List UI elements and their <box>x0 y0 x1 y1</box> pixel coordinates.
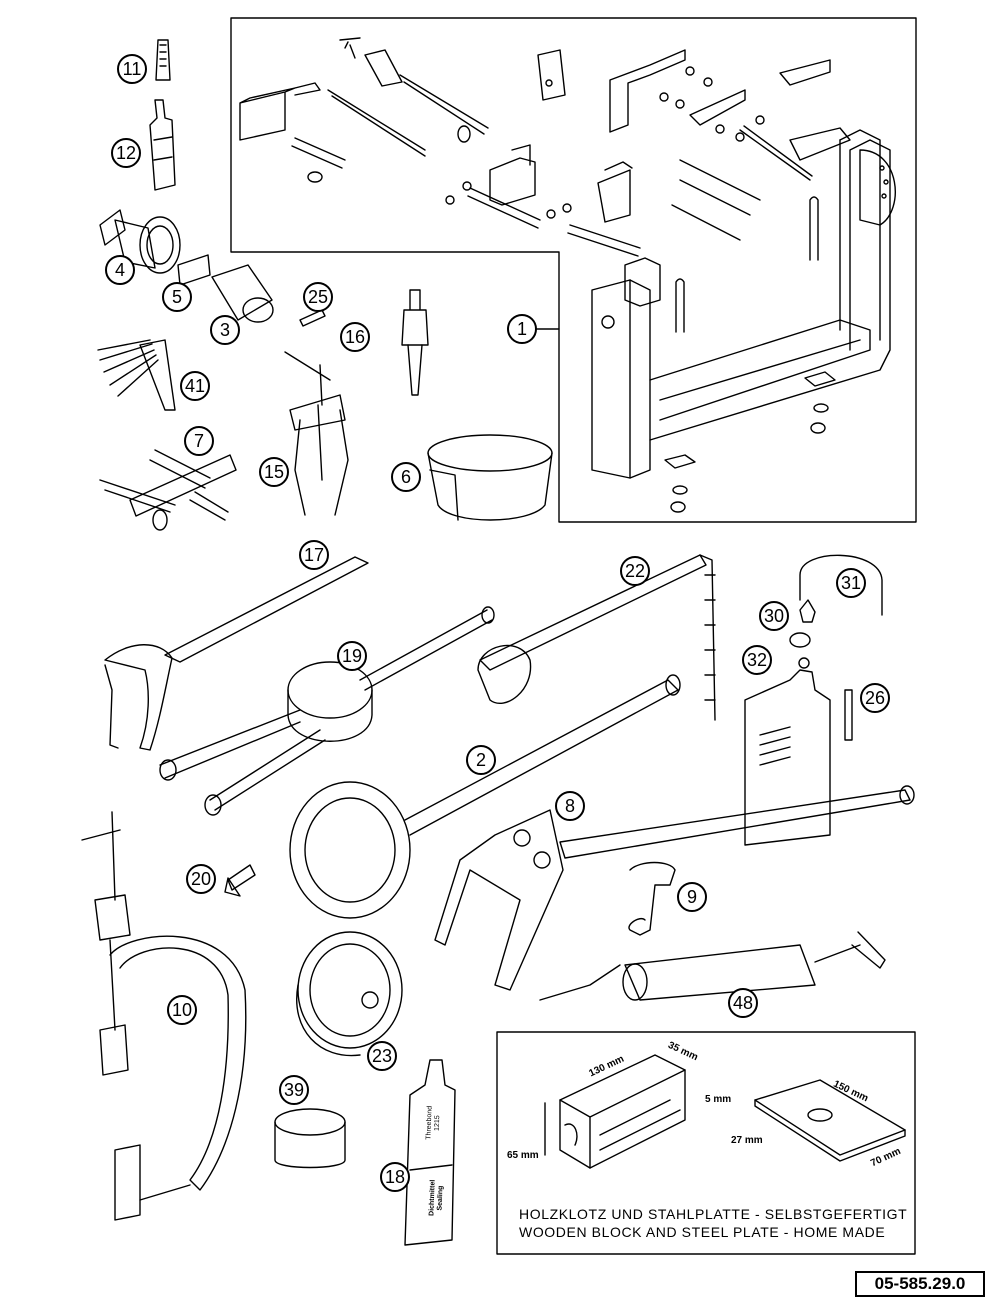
callout-48: 48 <box>728 988 758 1018</box>
callout-1: 1 <box>507 314 537 344</box>
slide-hammer <box>401 289 429 396</box>
dim-block-height: 65 mm <box>507 1150 539 1161</box>
callout-10: 10 <box>167 995 197 1025</box>
dim-plate-thickness: 5 mm <box>705 1094 732 1105</box>
callout-7: 7 <box>184 426 214 456</box>
callout-26: 26 <box>860 683 890 713</box>
two-jaw-puller <box>284 351 349 516</box>
flywheel-holder <box>434 785 915 991</box>
callout-20: 20 <box>186 864 216 894</box>
steel-plate <box>754 1079 906 1162</box>
callout-5: 5 <box>162 282 192 312</box>
callout-12: 12 <box>111 138 141 168</box>
holding-wrench <box>104 556 369 751</box>
inset-caption-de: HOLZKLOTZ UND STAHLPLATTE - SELBSTGEFERT… <box>519 1206 908 1222</box>
grease-gun <box>539 931 886 1001</box>
bent-tube <box>799 554 883 616</box>
callout-19: 19 <box>337 641 367 671</box>
callout-22: 22 <box>620 556 650 586</box>
callout-25: 25 <box>303 282 333 312</box>
bolt <box>224 864 256 897</box>
grease-nipple <box>799 599 816 623</box>
callout-31: 31 <box>836 568 866 598</box>
hook-tool <box>628 861 676 936</box>
callout-15: 15 <box>259 457 289 487</box>
callout-6: 6 <box>391 462 421 492</box>
stand-group-frame <box>230 17 917 523</box>
callout-23: 23 <box>367 1041 397 1071</box>
nut <box>798 657 810 669</box>
threebond-tube <box>404 1059 456 1246</box>
callout-30: 30 <box>759 601 789 631</box>
valve-spring-compressor <box>81 811 247 1221</box>
callout-2: 2 <box>466 745 496 775</box>
chain-holder <box>477 554 716 721</box>
dim-plate-hole: 27 mm <box>731 1135 763 1146</box>
callout-8: 8 <box>555 791 585 821</box>
feeler-gauge <box>97 339 176 411</box>
socket-wrench <box>274 1108 346 1169</box>
puller-bar <box>99 449 237 531</box>
spring-compressor <box>159 606 495 816</box>
inset-caption-en: WOODEN BLOCK AND STEEL PLATE - HOME MADE <box>519 1224 886 1240</box>
bearing-puller-set <box>99 209 274 323</box>
clutch-holder <box>289 674 681 919</box>
callout-17: 17 <box>299 540 329 570</box>
callout-11: 11 <box>117 54 147 84</box>
cap <box>789 632 811 648</box>
callout-41: 41 <box>180 371 210 401</box>
oil-bottle <box>744 669 831 846</box>
wooden-block <box>544 1054 686 1169</box>
document-number: 05-585.29.0 <box>855 1271 985 1297</box>
stand-hardware <box>239 37 831 257</box>
tube-label-threebond: Threebond 1215 <box>425 1093 443 1154</box>
rotor-puller <box>296 931 403 1057</box>
callout-39: 39 <box>279 1075 309 1105</box>
callout-4: 4 <box>105 255 135 285</box>
tube-label-sealant: Dichtmittel Sealing <box>428 1168 446 1229</box>
callout-32: 32 <box>742 645 772 675</box>
pin-tool <box>299 309 326 327</box>
loctite-bottle <box>149 99 176 191</box>
callout-18: 18 <box>380 1162 410 1192</box>
callout-16: 16 <box>340 322 370 352</box>
callout-3: 3 <box>210 315 240 345</box>
callout-9: 9 <box>677 882 707 912</box>
torx-bit-tool <box>155 39 171 81</box>
engine-stand <box>591 127 896 513</box>
inset-frame <box>496 1031 916 1255</box>
ring-clamp <box>427 434 553 521</box>
pin <box>844 689 853 741</box>
